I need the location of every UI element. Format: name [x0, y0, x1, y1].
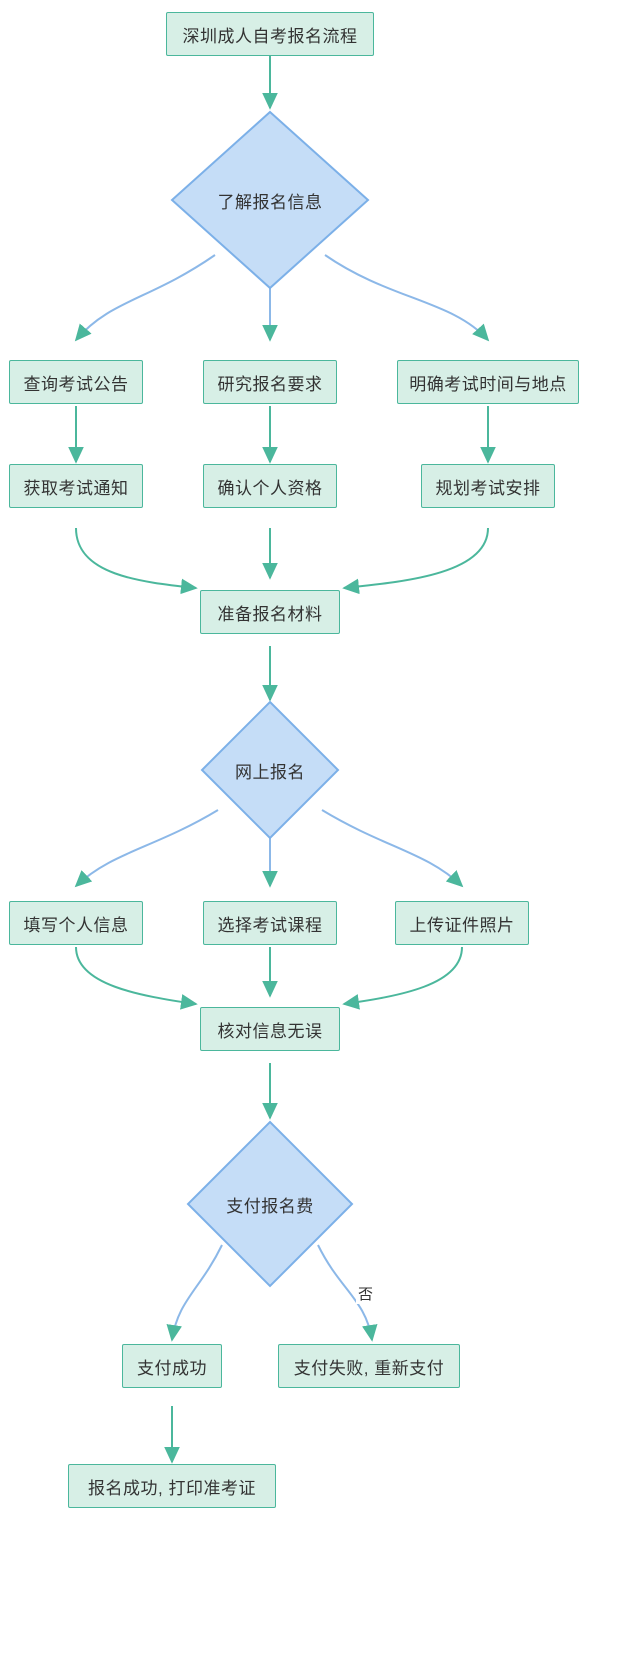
node-n12-label: 选择考试课程	[217, 915, 323, 935]
node-n3-label: 查询考试公告	[23, 374, 129, 394]
node-n8-label: 规划考试安排	[435, 478, 541, 498]
node-n9-label: 准备报名材料	[217, 604, 323, 624]
diamond-shape-n2	[170, 110, 370, 290]
node-n17[interactable]: 支付失败, 重新支付	[278, 1344, 460, 1388]
node-n2-label: 了解报名信息	[217, 192, 323, 212]
edge-n2-n3	[74, 254, 216, 342]
edge-n6-n9	[75, 527, 198, 595]
node-n16[interactable]: 支付成功	[122, 1344, 222, 1388]
node-n8[interactable]: 规划考试安排	[421, 464, 555, 508]
node-n6-label: 获取考试通知	[23, 478, 129, 498]
node-n6[interactable]: 获取考试通知	[9, 464, 143, 508]
node-n4[interactable]: 研究报名要求	[203, 360, 337, 404]
node-n18[interactable]: 报名成功, 打印准考证	[68, 1464, 276, 1508]
node-n16-label: 支付成功	[137, 1358, 207, 1378]
node-n13[interactable]: 上传证件照片	[395, 901, 529, 945]
node-n10[interactable]: 网上报名	[200, 700, 340, 840]
node-n1[interactable]: 深圳成人自考报名流程	[166, 12, 374, 56]
edge-n10-n13	[321, 809, 464, 888]
edge-n15-n17	[317, 1244, 378, 1342]
diamond-shape-n10	[200, 700, 340, 840]
node-n14[interactable]: 核对信息无误	[200, 1007, 340, 1051]
node-n7-label: 确认个人资格	[217, 478, 323, 498]
node-n11[interactable]: 填写个人信息	[9, 901, 143, 945]
node-n11-label: 填写个人信息	[23, 915, 129, 935]
node-n12[interactable]: 选择考试课程	[203, 901, 337, 945]
node-n14-label: 核对信息无误	[217, 1021, 323, 1041]
node-n3[interactable]: 查询考试公告	[9, 360, 143, 404]
edge-n11-n14	[75, 946, 198, 1010]
edge-label-no: 否	[356, 1283, 376, 1304]
node-n4-label: 研究报名要求	[217, 374, 323, 394]
edge-n10-n11	[74, 809, 219, 888]
node-n5[interactable]: 明确考试时间与地点	[397, 360, 579, 404]
node-n10-label: 网上报名	[235, 762, 305, 782]
node-n15-label: 支付报名费	[226, 1196, 314, 1216]
node-n13-label: 上传证件照片	[409, 915, 515, 935]
node-n15[interactable]: 支付报名费	[186, 1120, 354, 1288]
node-n5-label: 明确考试时间与地点	[409, 374, 567, 394]
node-n2[interactable]: 了解报名信息	[170, 110, 370, 290]
node-n7[interactable]: 确认个人资格	[203, 464, 337, 508]
edge-n13-n14	[342, 946, 463, 1010]
edge-n15-n16	[166, 1244, 223, 1342]
diamond-shape-n15	[186, 1120, 354, 1288]
node-n18-label: 报名成功, 打印准考证	[88, 1478, 256, 1498]
node-n17-label: 支付失败, 重新支付	[293, 1358, 445, 1378]
node-n9[interactable]: 准备报名材料	[200, 590, 340, 634]
edge-n8-n9	[342, 527, 489, 595]
node-n1-label: 深圳成人自考报名流程	[182, 26, 358, 46]
edge-n2-n5	[324, 254, 490, 342]
